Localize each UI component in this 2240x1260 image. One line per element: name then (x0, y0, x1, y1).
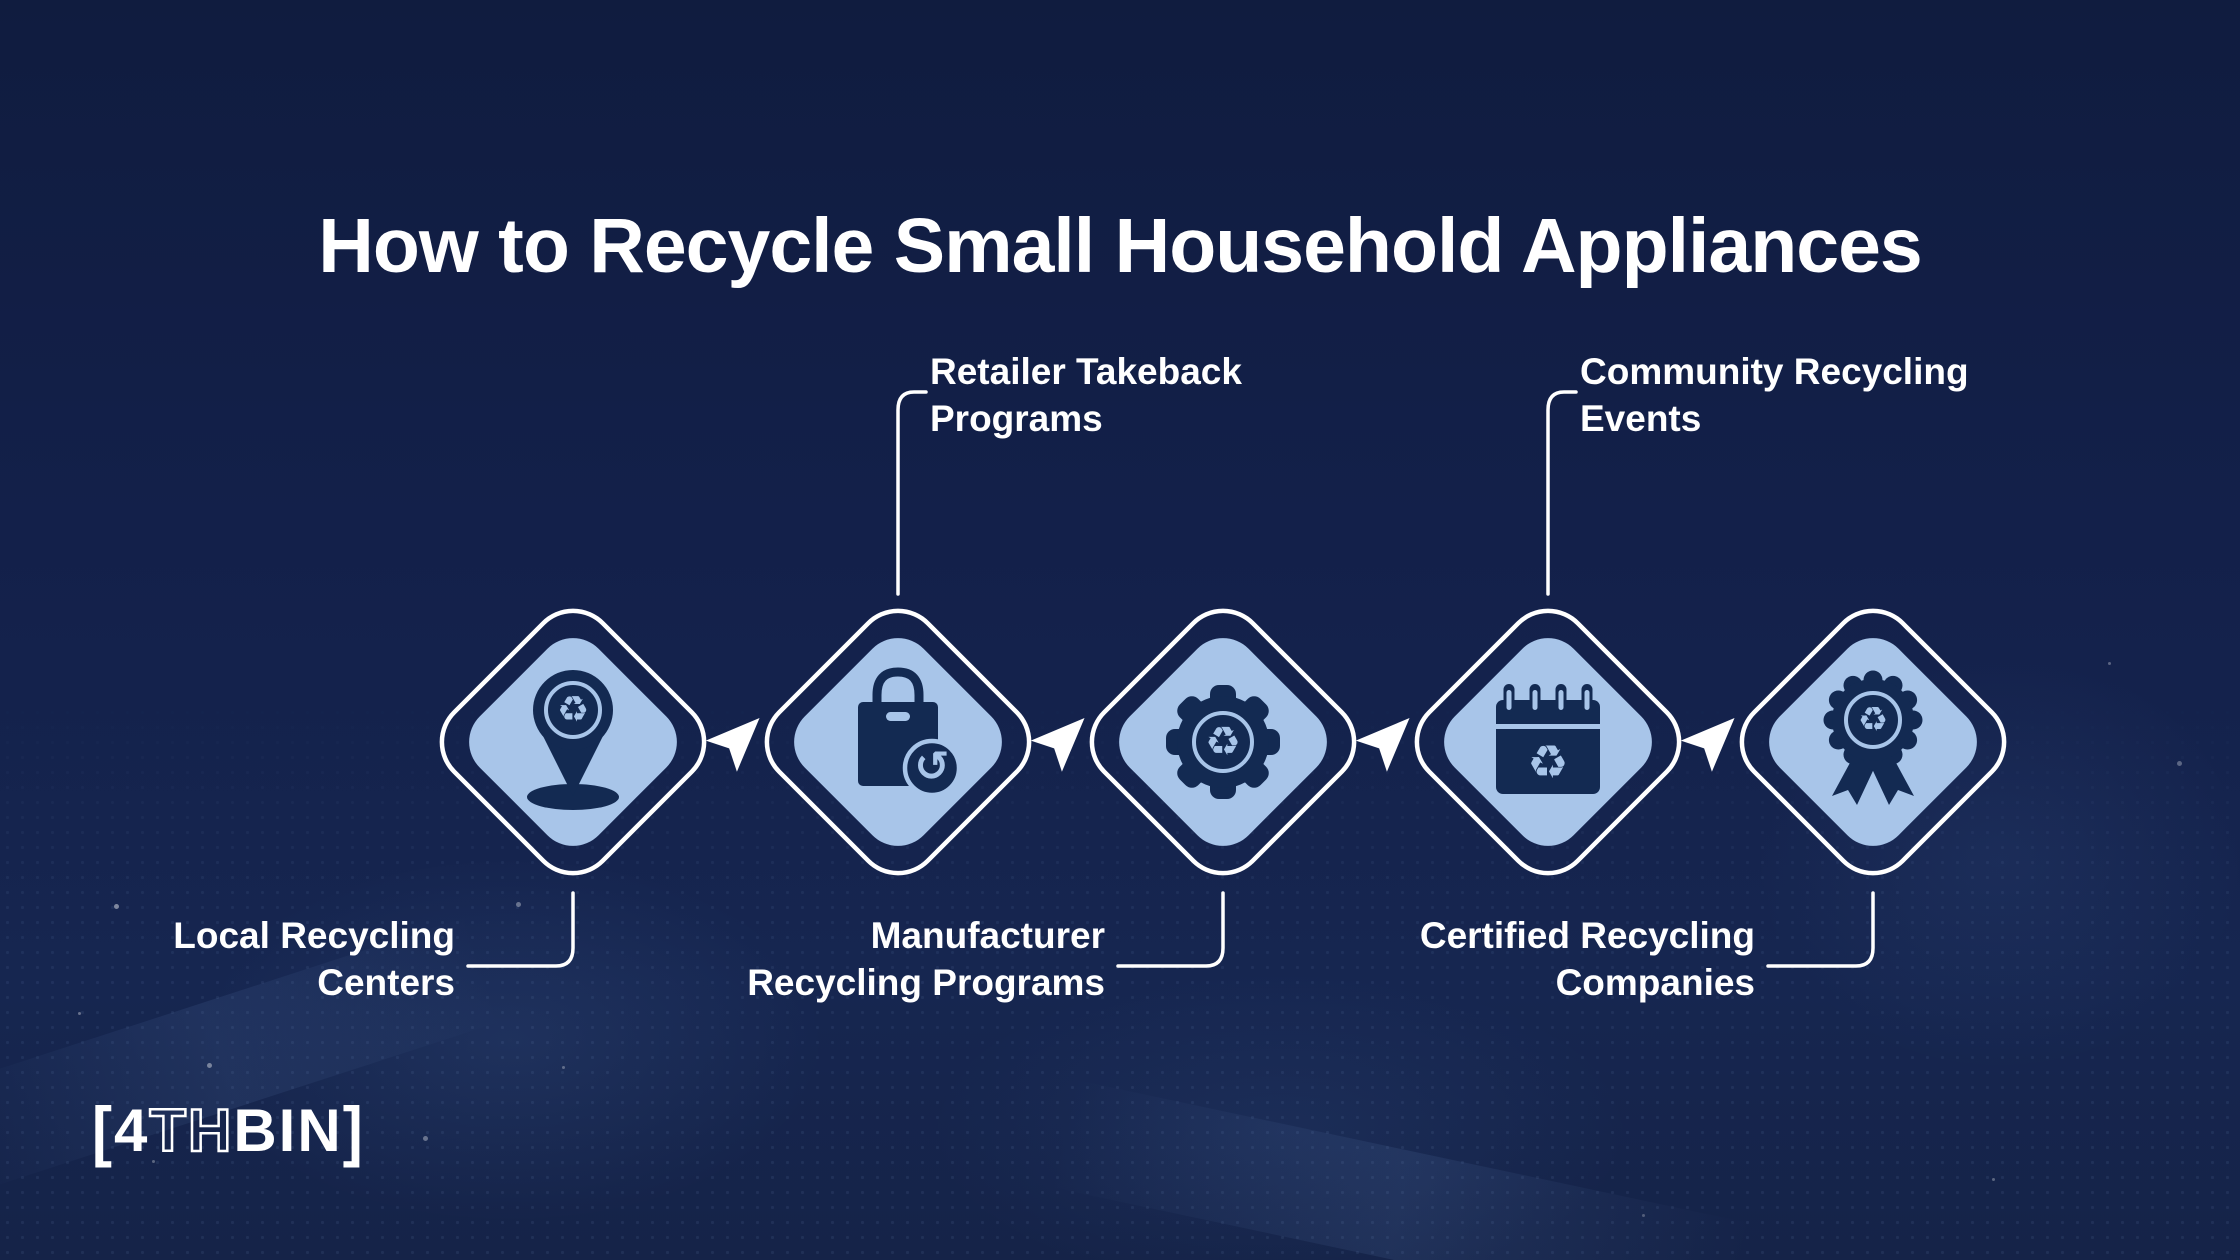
logo-bold-text: BIN (233, 1097, 343, 1164)
label-line: Community Recycling (1580, 351, 1969, 392)
logo-close-bracket: ] (342, 1092, 365, 1169)
label-line: Retailer Takeback (930, 351, 1242, 392)
calendar-recycle-icon: ♻ (1496, 684, 1600, 794)
recycle-glyph: ♻ (1205, 719, 1241, 765)
recycle-glyph: ♻ (557, 690, 589, 731)
flow-arrow-icon (1355, 717, 1410, 772)
diamond-outline (764, 608, 1032, 876)
gear-recycle-icon: ♻ (1166, 685, 1280, 799)
label-line: Events (1580, 398, 1702, 439)
logo-outline-text: TH (148, 1096, 234, 1166)
diamond-outline (1739, 608, 2007, 876)
connector-line-manufacturer (1116, 891, 1225, 968)
connector-lines (466, 390, 1875, 968)
step-diamond-3: ♻ (1089, 608, 1357, 876)
logo-open-bracket: [ (92, 1092, 114, 1169)
flow-arrow-icon (705, 717, 760, 772)
award-badge-recycle-icon: ♻ (1823, 670, 1923, 805)
connector-line-certified (1766, 891, 1875, 968)
step-label-certified-recycling-companies: Certified Recycling Companies (1355, 912, 1755, 1006)
label-line: Manufacturer (870, 915, 1105, 956)
location-pin-recycle-icon: ♻ (527, 670, 619, 810)
flow-arrow-icon (1680, 717, 1735, 772)
diamond-outline (1089, 608, 1357, 876)
label-line: Recycling Programs (747, 962, 1105, 1003)
step-label-community-recycling-events: Community Recycling Events (1580, 348, 1969, 442)
connector-line-retailer-takeback (896, 390, 928, 596)
step-diamond-4: ♻ (1414, 608, 1682, 876)
diamond-outline (439, 608, 707, 876)
label-line: Programs (930, 398, 1103, 439)
flow-arrow-icon (1030, 717, 1085, 772)
step-label-local-recycling-centers: Local Recycling Centers (155, 912, 455, 1006)
diamond-outline (1414, 608, 1682, 876)
step-diamond-5: ♻ (1739, 608, 2007, 876)
step-diamond-1: ♻ (439, 608, 707, 876)
recycle-glyph: ♻ (1527, 735, 1568, 789)
brand-logo-4thbin: [4THBIN] (92, 1093, 365, 1168)
label-line: Centers (317, 962, 455, 1003)
connector-line-local-recycling (466, 891, 575, 968)
label-line: Companies (1555, 962, 1755, 1003)
flow-arrows (705, 717, 1735, 772)
label-line: Local Recycling (173, 915, 455, 956)
connector-line-community-events (1546, 390, 1578, 596)
step-label-retailer-takeback-programs: Retailer Takeback Programs (930, 348, 1242, 442)
logo-number: 4 (113, 1097, 150, 1164)
page-title: How to Recycle Small Household Appliance… (318, 202, 1922, 289)
recycle-glyph: ♻ (1858, 700, 1888, 740)
step-diamond-2: ↺ (764, 608, 1032, 876)
step-diamonds: ♻ ↺ (439, 608, 2007, 876)
return-arrow-glyph: ↺ (914, 742, 949, 791)
label-line: Certified Recycling (1419, 915, 1755, 956)
shopping-bag-return-icon: ↺ (858, 667, 962, 798)
step-label-manufacturer-recycling-programs: Manufacturer Recycling Programs (705, 912, 1105, 1006)
